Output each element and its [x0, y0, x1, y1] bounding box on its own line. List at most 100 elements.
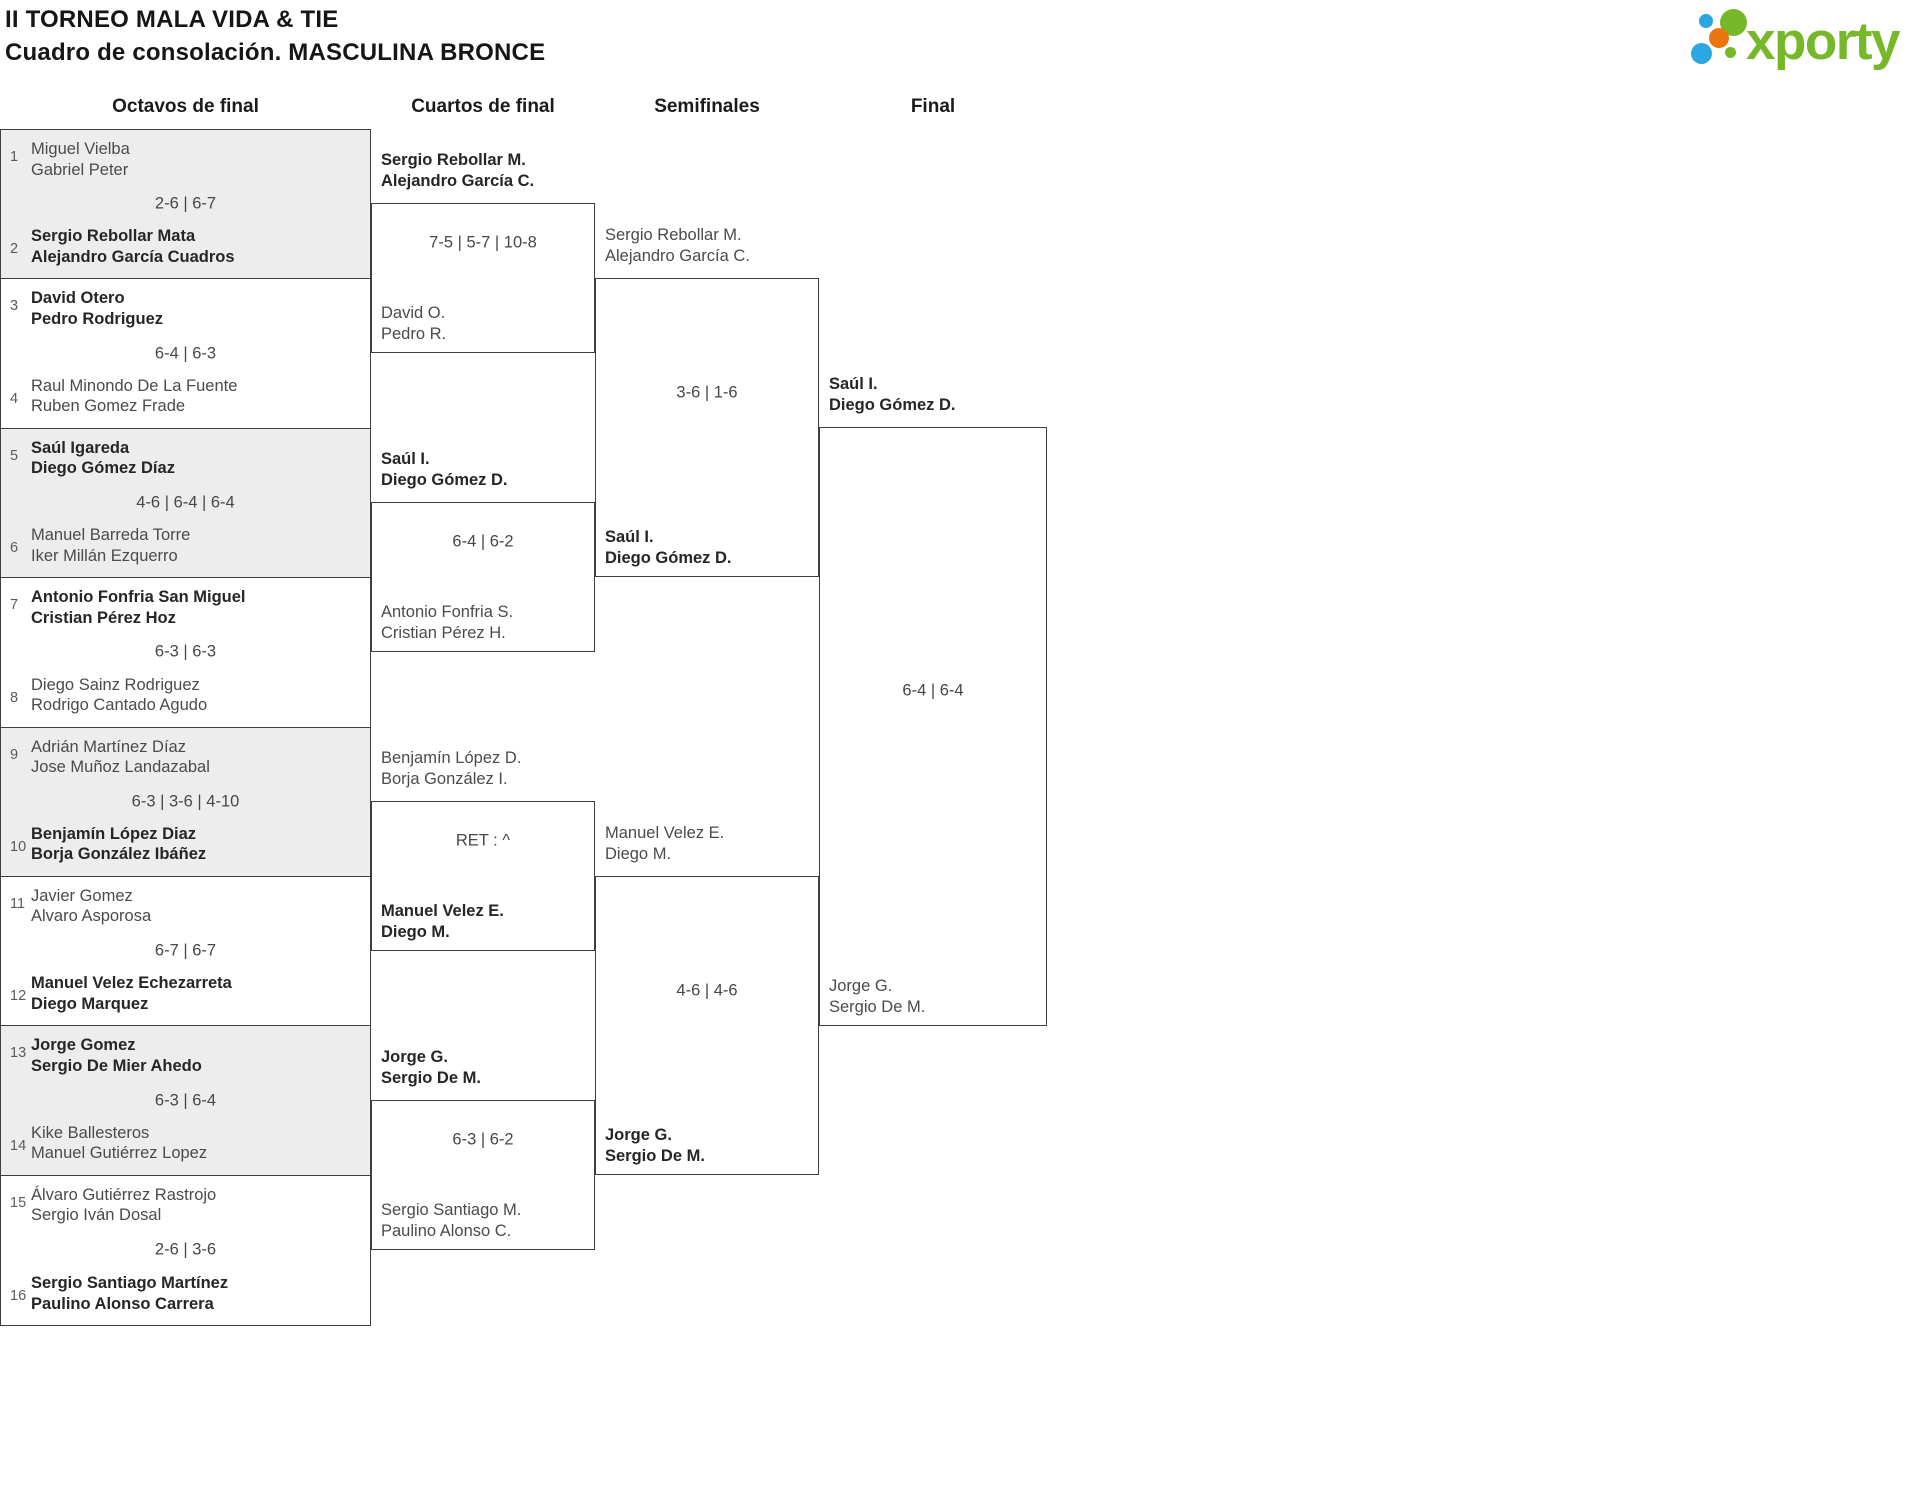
- player-name: Diego M.: [605, 844, 672, 863]
- seed-number: 5: [10, 447, 19, 464]
- seed-number: 1: [10, 149, 19, 165]
- player-name: Iker Millán Ezquerro: [31, 546, 178, 565]
- page-header: II TORNEO MALA VIDA & TIE Cuadro de cons…: [5, 3, 545, 69]
- player-name: Alvaro Asporosa: [31, 907, 152, 926]
- player-name: David O.: [381, 304, 446, 322]
- player-name: Benjamín López Diaz: [31, 824, 197, 843]
- player-name: Cristian Pérez Hoz: [31, 608, 176, 627]
- match-semifinal-2: Manuel Velez E. Diego M. 4-6 | 4-6 Jorge…: [595, 824, 819, 1175]
- player-name: Pedro Rodriguez: [31, 309, 164, 328]
- seed-number: 10: [10, 838, 27, 855]
- player-name: Jorge G.: [829, 977, 893, 995]
- player-name: Diego Gómez D.: [605, 548, 732, 567]
- match-score: 6-7 | 6-7: [154, 941, 217, 960]
- team-pair: Manuel Velez E. Diego M.: [381, 901, 504, 942]
- player-name: Sergio Iván Dosal: [31, 1206, 162, 1225]
- octavos-column: 1 Miguel Vielba Gabriel Peter 2-6 | 6-7 …: [0, 129, 371, 1327]
- match-cuartos-3: Benjamín López D. Borja González I. RET …: [371, 749, 595, 951]
- seed-number: 2: [10, 241, 19, 258]
- player-name: Sergio Rebollar Mata: [31, 227, 196, 246]
- match-score: 4-6 | 6-4 | 6-4: [136, 493, 235, 512]
- player-name: Sergio De M.: [605, 1146, 705, 1165]
- team-pair: Saúl Igareda Diego Gómez Díaz: [31, 438, 175, 479]
- match-octavos-2: 3 David Otero Pedro Rodriguez 6-4 | 6-3 …: [1, 279, 370, 429]
- match-octavos-6: 11 Javier Gomez Alvaro Asporosa 6-7 | 6-…: [1, 877, 370, 1027]
- player-name: Rodrigo Cantado Agudo: [31, 696, 208, 715]
- match-octavos-8: 15 Álvaro Gutiérrez Rastrojo Sergio Iván…: [1, 1176, 370, 1325]
- match-octavos-4: 7 Antonio Fonfria San Miguel Cristian Pé…: [1, 578, 370, 728]
- match-score: 6-3 | 6-3: [154, 642, 217, 661]
- team-pair: Kike Ballesteros Manuel Gutiérrez Lopez: [31, 1123, 207, 1164]
- player-name: Diego Sainz Rodriguez: [31, 675, 200, 694]
- seed-number: 13: [10, 1045, 27, 1062]
- match-score: RET : ^: [455, 831, 511, 850]
- player-name: Borja González Ibáñez: [31, 845, 207, 864]
- team-pair: Benjamín López D. Borja González I.: [381, 748, 521, 789]
- match-score: 6-3 | 6-4: [154, 1091, 217, 1110]
- player-name: Jose Muñoz Landazabal: [31, 758, 210, 777]
- player-name: Saúl Igareda: [31, 438, 130, 457]
- team-pair: Saúl I. Diego Gómez D.: [605, 527, 732, 568]
- match-semifinal-1: Sergio Rebollar M. Alejandro García C. 3…: [595, 226, 819, 577]
- player-name: Manuel Gutiérrez Lopez: [31, 1144, 208, 1163]
- team-pair: David O. Pedro R.: [381, 303, 446, 344]
- player-name: Manuel Velez Echezarreta: [31, 974, 232, 993]
- seed-number: 12: [10, 988, 27, 1005]
- match-octavos-3: 5 Saúl Igareda Diego Gómez Díaz 4-6 | 6-…: [1, 428, 370, 579]
- player-name: Jorge G.: [605, 1126, 672, 1144]
- seed-number: 8: [10, 689, 19, 706]
- player-name: Ruben Gomez Frade: [31, 397, 186, 416]
- round-header-final: Final: [910, 96, 956, 117]
- logo-dot-blue-small-icon: [1699, 14, 1713, 28]
- logo-dot-orange-icon: [1709, 28, 1729, 48]
- player-name: Jorge Gomez: [31, 1036, 136, 1055]
- seed-number: 6: [10, 540, 19, 557]
- seed-number: 3: [10, 298, 19, 315]
- team-pair: Adrián Martínez Díaz Jose Muñoz Landazab…: [31, 737, 210, 778]
- player-name: Diego Gómez D.: [829, 395, 956, 414]
- team-pair: Raul Minondo De La Fuente Ruben Gomez Fr…: [31, 376, 237, 417]
- player-name: Raul Minondo De La Fuente: [31, 376, 238, 395]
- team-pair: Jorge G. Sergio De M.: [605, 1125, 705, 1166]
- player-name: Saúl I.: [829, 375, 878, 393]
- match-score: 6-3 | 3-6 | 4-10: [131, 792, 240, 811]
- player-name: Borja González I.: [381, 769, 508, 788]
- match-score: 6-4 | 6-4: [902, 681, 964, 700]
- team-pair: Antonio Fonfria S. Cristian Pérez H.: [381, 602, 513, 643]
- team-pair: Jorge Gomez Sergio De Mier Ahedo: [31, 1035, 202, 1076]
- player-name: Saúl I.: [381, 450, 430, 468]
- player-name: Gabriel Peter: [31, 160, 129, 179]
- player-name: Sergio De M.: [381, 1068, 481, 1087]
- player-name: Diego Marquez: [31, 994, 149, 1013]
- match-cuartos-1: Sergio Rebollar M. Alejandro García C. 7…: [371, 151, 595, 353]
- player-name: Pedro R.: [381, 324, 447, 343]
- team-pair: Jorge G. Sergio De M.: [381, 1047, 481, 1088]
- match-octavos-5: 9 Adrián Martínez Díaz Jose Muñoz Landaz…: [1, 727, 370, 877]
- round-header-semifinales: Semifinales: [654, 96, 760, 117]
- match-score: 2-6 | 3-6: [154, 1240, 217, 1259]
- player-name: Antonio Fonfria S.: [381, 603, 514, 621]
- logo-dot-blue-large-icon: [1691, 43, 1712, 64]
- match-score: 7-5 | 5-7 | 10-8: [429, 233, 537, 252]
- player-name: Saúl I.: [605, 528, 654, 546]
- team-pair: Sergio Santiago Martínez Paulino Alonso …: [31, 1273, 228, 1314]
- seed-number: 9: [10, 746, 19, 763]
- team-pair: Sergio Rebollar Mata Alejandro García Cu…: [31, 226, 235, 267]
- team-pair: Manuel Barreda Torre Iker Millán Ezquerr…: [31, 525, 190, 566]
- player-name: Javier Gomez: [31, 886, 133, 905]
- team-pair: Sergio Rebollar M. Alejandro García C.: [381, 150, 534, 191]
- seed-number: 4: [10, 390, 19, 407]
- player-name: Paulino Alonso Carrera: [31, 1294, 214, 1313]
- player-name: Manuel Velez E.: [605, 824, 725, 842]
- team-pair: Manuel Velez E. Diego M.: [605, 823, 724, 864]
- match-octavos-1: 1 Miguel Vielba Gabriel Peter 2-6 | 6-7 …: [1, 130, 370, 280]
- player-name: Alejandro García Cuadros: [31, 247, 235, 266]
- match-score: 2-6 | 6-7: [154, 194, 217, 213]
- player-name: Sergio De M.: [829, 997, 926, 1016]
- logo-text: xporty: [1746, 12, 1900, 71]
- team-pair: Saúl I. Diego Gómez D.: [381, 449, 508, 490]
- match-score: 3-6 | 1-6: [676, 383, 738, 402]
- round-header-cuartos: Cuartos de final: [411, 96, 555, 117]
- player-name: Manuel Barreda Torre: [31, 526, 191, 545]
- tournament-title: II TORNEO MALA VIDA & TIE: [5, 6, 339, 33]
